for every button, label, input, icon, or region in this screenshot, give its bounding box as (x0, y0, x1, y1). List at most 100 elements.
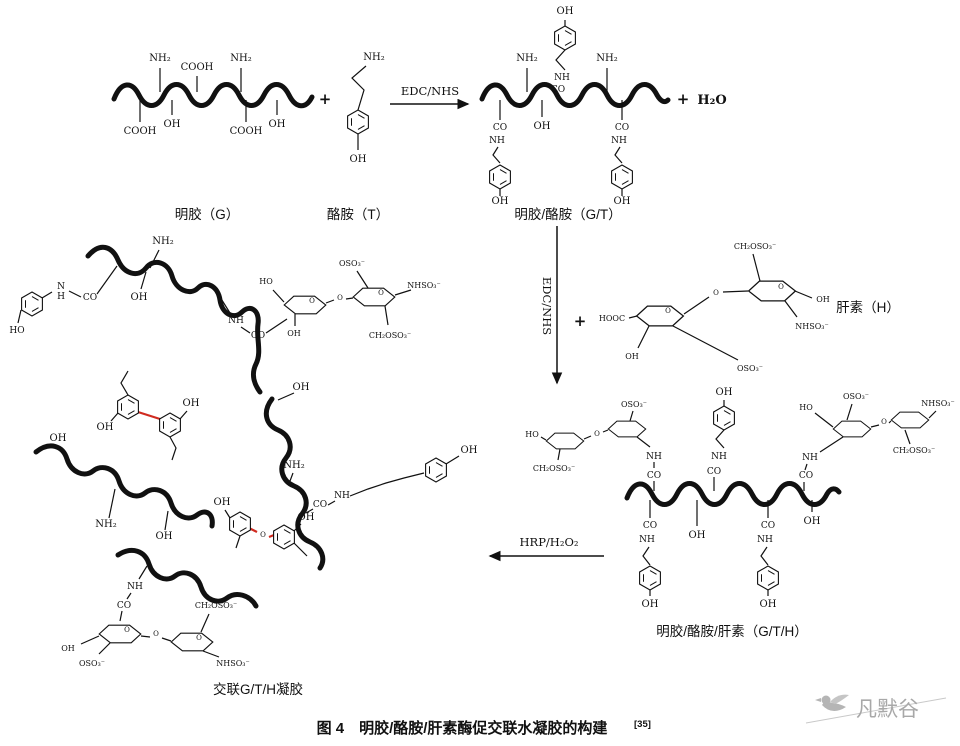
cooh-group-label: COOH (124, 126, 157, 137)
figure-caption: 图 4 明胶/酪胺/肝素酶促交联水凝胶的构建 [35] (317, 719, 651, 737)
ch2oso3-group-label: CH₂OSO₃⁻ (195, 601, 237, 610)
oh-group-label: OH (642, 599, 659, 610)
oh-group-label: OH (61, 644, 75, 653)
network-chain-d (115, 547, 259, 609)
tyramine-bonds (351, 65, 367, 150)
benzene-ring (159, 412, 181, 438)
reagent-label-edc-nhs: EDC/NHS (540, 277, 554, 335)
sugar-ring (545, 432, 585, 450)
gt-backbone (479, 82, 671, 108)
oh-group-label: OH (164, 119, 181, 130)
co-group-label: CO (761, 521, 775, 531)
glycosidic-oxygen-label: O (594, 430, 600, 438)
co-group-label: CO (551, 85, 565, 95)
oh-group-label: OH (492, 196, 509, 207)
co-group-label: CO (117, 601, 131, 611)
nhso3-group-label: NHSO₃⁻ (921, 399, 954, 408)
tyramine-label: 酪胺（T） (327, 207, 389, 222)
oh-group-label: OH (50, 433, 67, 444)
co-group-label: CO (643, 521, 657, 531)
benzene-ring (757, 565, 779, 591)
benzene-ring (554, 25, 576, 51)
oh-group-label: OH (760, 599, 777, 610)
oh-group-label: OH (97, 422, 114, 433)
reagent-label-hrp: HRP/H₂O₂ (520, 535, 579, 549)
oso3-group-label: OSO₃⁻ (339, 259, 365, 268)
reagent-label-edc-nhs: EDC/NHS (401, 84, 459, 98)
nh2-group-label: NH₂ (283, 460, 304, 471)
benzene-ring (639, 565, 661, 591)
nhso3-group-label: NHSO₃⁻ (216, 659, 249, 668)
oso3-group-label: OSO₃⁻ (737, 364, 763, 373)
nh-group-label: NH (611, 136, 627, 146)
glycosidic-oxygen-label: O (153, 630, 159, 638)
oh-group-label: OH (689, 530, 706, 541)
oh-group-label: OH (816, 295, 830, 304)
oso3-group-label: OSO₃⁻ (621, 400, 647, 409)
glycosidic-oxygen-label: O (881, 418, 887, 426)
sugar-ring (170, 632, 214, 652)
network-label: 交联G/T/H凝胶 (213, 681, 303, 697)
nh2-group-label: NH₂ (363, 52, 384, 63)
co-group-label: CO (251, 331, 265, 341)
sugar-ring (832, 420, 872, 438)
caption-text: 图 4 明胶/酪胺/肝素酶促交联水凝胶的构建 (317, 719, 609, 737)
ch2oso3-group-label: CH₂OSO₃⁻ (734, 242, 776, 251)
oh-group-label: OH (183, 398, 200, 409)
sugar-ring (283, 295, 327, 315)
oso3-group-label: OSO₃⁻ (843, 392, 869, 401)
oh-group-label: OH (214, 497, 231, 508)
gelatin-substituent-bonds (139, 68, 278, 122)
ch2oso3-group-label: CH₂OSO₃⁻ (533, 464, 575, 473)
network-chain-a (85, 244, 263, 395)
co-group-label: CO (615, 123, 629, 133)
oh-group-label: OH (534, 121, 551, 132)
network-chain-b (263, 396, 326, 571)
gth-structure: OSO₃⁻ HO CH₂OSO₃⁻ O NH CO OH NH CO HO OS… (525, 387, 955, 639)
oh-group-label: OH (350, 154, 367, 165)
gt-bonds (492, 20, 623, 196)
oh-group-label: OH (804, 516, 821, 527)
nh2-group-label: NH₂ (149, 53, 170, 64)
ring-oxygen-label: O (665, 307, 671, 315)
plus-sign: + (677, 90, 690, 108)
glycosidic-oxygen-label: O (337, 294, 343, 302)
nh-group-label: NH (711, 452, 727, 462)
benzene-ring (347, 109, 369, 135)
ring-oxygen-label: O (378, 289, 384, 297)
watermark: 凡默谷 (805, 694, 947, 724)
nh-group-label: NH (228, 316, 244, 326)
hooc-group-label: HOOC (599, 314, 625, 323)
nhso3-group-label: NHSO₃⁻ (795, 322, 828, 331)
sugar-ring (607, 420, 647, 438)
oh-group-label: OH (287, 329, 301, 338)
tyramine-structure: NH₂ OH 酪胺（T） (327, 52, 389, 222)
plus-sign: + (574, 312, 587, 330)
ch2oso3-group-label: CH₂OSO₃⁻ (369, 331, 411, 340)
h-atom-label: H (57, 292, 65, 302)
plus-sign: + (319, 90, 332, 108)
gelatin-backbone (111, 82, 315, 109)
byproduct: + H₂O (677, 90, 727, 108)
oh-group-label: OH (131, 292, 148, 303)
sugar-ring (890, 411, 930, 429)
gelatin-label: 明胶（G） (175, 206, 240, 222)
n-atom-label: N (57, 282, 65, 292)
oh-group-label: OH (269, 119, 286, 130)
nh-group-label: NH (802, 453, 818, 463)
gelatin-structure: NH₂ COOH NH₂ COOH OH COOH OH 明胶（G） (111, 53, 315, 222)
oh-group-label: OH (293, 382, 310, 393)
benzene-ring (489, 164, 511, 190)
benzene-ring (425, 457, 447, 483)
reaction-arrow-3: HRP/H₂O₂ (488, 535, 604, 562)
gth-backbone (624, 481, 842, 507)
watermark-bird-icon (815, 694, 849, 712)
oh-group-label: OH (625, 352, 639, 361)
oh-group-label: OH (461, 445, 478, 456)
watermark-swoosh (805, 697, 947, 724)
benzene-ring (273, 524, 295, 550)
heparin-label: 肝素（H） (836, 300, 900, 315)
nh-group-label: NH (554, 73, 570, 83)
watermark-text: 凡默谷 (856, 698, 919, 721)
